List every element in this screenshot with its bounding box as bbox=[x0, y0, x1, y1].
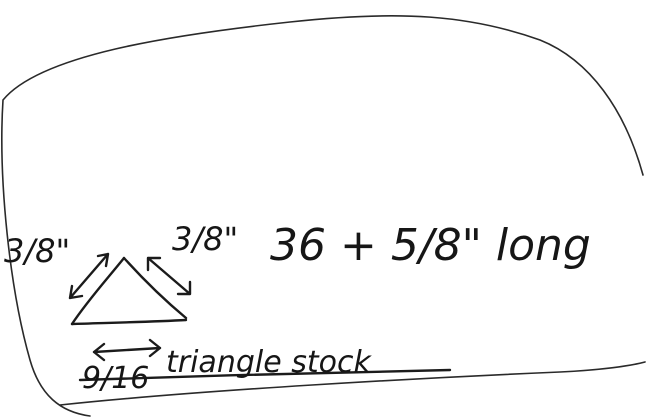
stock-label: triangle stock bbox=[166, 345, 372, 380]
triangle-left-side bbox=[70, 256, 126, 326]
triangle-base bbox=[70, 318, 188, 326]
triangle-right-side bbox=[122, 256, 188, 320]
left-side-dimension: 3/8" bbox=[4, 232, 70, 270]
right-dimension-arrow bbox=[146, 256, 192, 296]
length-dimension: 36 + 5/8" long bbox=[270, 220, 591, 271]
right-side-dimension: 3/8" bbox=[172, 220, 238, 258]
base-dimension-arrow bbox=[92, 338, 162, 362]
left-dimension-arrow bbox=[68, 252, 110, 300]
outline-loop bbox=[1, 15, 646, 417]
stock-underline bbox=[78, 368, 452, 382]
base-dimension: 9/16 bbox=[82, 361, 149, 396]
